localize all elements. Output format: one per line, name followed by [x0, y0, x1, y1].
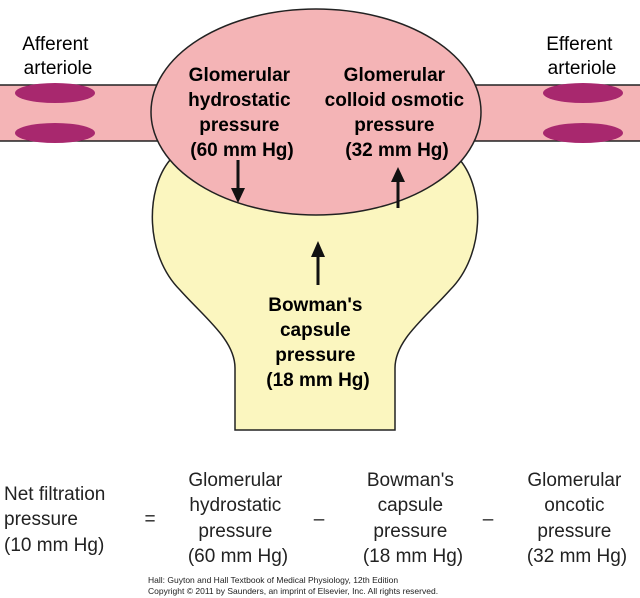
- term-bowman-capsule: Bowman's capsule pressure (18 mm Hg): [363, 470, 463, 567]
- credit-line: Copyright © 2011 by Saunders, an imprint…: [148, 586, 438, 596]
- term1-line: pressure: [198, 521, 272, 542]
- minus-sign: –: [314, 509, 325, 530]
- term1-line: Glomerular: [188, 470, 283, 491]
- endothelial-cell: [543, 83, 623, 103]
- arrow-glomerular-hydrostatic: [231, 160, 245, 203]
- glom-colloid-line: Glomerular: [344, 65, 446, 86]
- equals-sign: =: [144, 509, 155, 530]
- bowman-line: pressure: [275, 345, 355, 366]
- glom-hydro-line: pressure: [199, 115, 279, 136]
- minus-sign: –: [483, 509, 494, 530]
- term3-line: pressure: [537, 521, 611, 542]
- arrow-bowman: [311, 241, 325, 285]
- endothelial-cell: [15, 83, 95, 103]
- nfp-line: (10 mm Hg): [4, 535, 104, 556]
- glom-hydro-line: (60 mm Hg): [190, 140, 293, 161]
- glom-colloid-line: colloid osmotic: [325, 90, 465, 111]
- glom-colloid-line: pressure: [354, 115, 434, 136]
- glom-hydro-line: hydrostatic: [188, 90, 291, 111]
- net-filtration-label: Net filtration pressure (10 mm Hg): [4, 484, 111, 556]
- glom-hydro-line: Glomerular: [189, 65, 291, 86]
- efferent-line: arteriole: [548, 58, 617, 79]
- glom-colloid-line: (32 mm Hg): [345, 140, 448, 161]
- efferent-line: Efferent: [546, 34, 613, 55]
- term-glomerular-oncotic: Glomerular oncotic pressure (32 mm Hg): [527, 470, 627, 567]
- afferent-arteriole-label: Afferent arteriole: [22, 34, 93, 79]
- endothelial-cell: [543, 123, 623, 143]
- bowman-capsule-label: Bowman's capsule pressure (18 mm Hg): [266, 295, 369, 391]
- endothelial-cell: [15, 123, 95, 143]
- nfp-line: pressure: [4, 509, 78, 530]
- glomerular-hydrostatic-label: Glomerular hydrostatic pressure (60 mm H…: [188, 65, 296, 161]
- nfp-line: Net filtration: [4, 484, 105, 505]
- efferent-arteriole-label: Efferent arteriole: [546, 34, 617, 79]
- term1-line: (60 mm Hg): [188, 546, 288, 567]
- term-glomerular-hydrostatic: Glomerular hydrostatic pressure (60 mm H…: [188, 470, 288, 567]
- bowman-line: Bowman's: [268, 295, 362, 316]
- term3-line: oncotic: [544, 495, 604, 516]
- afferent-line: arteriole: [24, 58, 93, 79]
- afferent-line: Afferent: [22, 34, 89, 55]
- bowmans-capsule: [151, 159, 479, 431]
- term3-line: (32 mm Hg): [527, 546, 627, 567]
- term1-line: hydrostatic: [189, 495, 281, 516]
- bowman-line: (18 mm Hg): [266, 370, 369, 391]
- term2-line: (18 mm Hg): [363, 546, 463, 567]
- arrow-glomerular-colloid: [391, 167, 405, 208]
- term3-line: Glomerular: [527, 470, 622, 491]
- term2-line: pressure: [373, 521, 447, 542]
- term2-line: capsule: [378, 495, 444, 516]
- glomerulus: [150, 8, 482, 216]
- bowman-line: capsule: [280, 320, 351, 341]
- glomerular-colloid-label: Glomerular colloid osmotic pressure (32 …: [325, 65, 470, 161]
- credit-line: Hall: Guyton and Hall Textbook of Medica…: [148, 575, 398, 585]
- term2-line: Bowman's: [367, 470, 454, 491]
- copyright-credit: Hall: Guyton and Hall Textbook of Medica…: [148, 575, 438, 596]
